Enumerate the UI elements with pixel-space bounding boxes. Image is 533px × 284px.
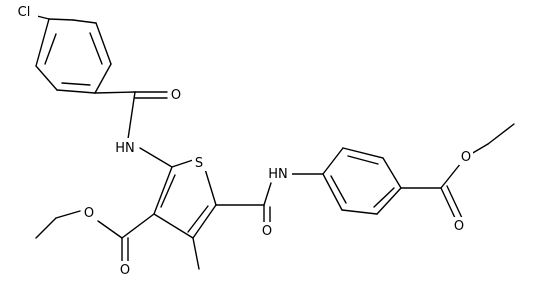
bond [341,209,378,215]
bond [376,187,402,215]
bond [127,91,136,140]
chlorine-atom: Cl [10,3,38,21]
bond [35,18,50,67]
bond [373,187,395,208]
bond [153,213,194,239]
benzamide-nh-atom: HN [111,138,138,156]
bond [61,82,91,86]
atom-labels: Cl O HN S HN O O O [10,3,473,278]
bond [192,204,217,239]
bond [263,182,272,206]
bond [187,205,209,233]
bond [55,210,81,219]
bond [440,187,457,221]
bond [347,155,379,165]
bond [48,18,74,21]
bond [56,89,96,94]
bond [204,168,217,206]
ring-ester-ether-oxygen-label: O [84,206,94,221]
aryl-ester-carbonyl-oxygen-atom: O [452,217,466,234]
bond [322,147,344,175]
thiophene-sulfur-atom: S [192,153,207,171]
bond [153,166,173,215]
bond-lines [32,14,515,270]
ring-ester-ether-oxygen-atom: O [82,204,96,221]
bond [160,174,176,208]
amide-carbonyl-oxygen-atom: O [260,222,274,239]
bond [121,213,155,239]
bond [330,175,347,204]
bond [139,147,173,168]
bond [192,237,200,270]
benzamide-carbonyl-oxygen-label: O [171,88,181,103]
bond [440,162,462,189]
chlorine-label: Cl [18,5,31,20]
bond [322,173,343,211]
bond [35,217,57,239]
amide-carbonyl-oxygen-label: O [262,224,272,239]
benzamide-carbonyl-oxygen-atom: O [169,86,183,103]
bond [382,157,402,189]
ring-ester-carbonyl-oxygen-atom: O [118,261,132,278]
ring-ester-carbonyl-oxygen-label: O [120,263,130,278]
bond [446,185,463,219]
bond [72,19,97,24]
bond [44,33,57,65]
bond [35,65,58,91]
anilide-nh-atom: HN [264,164,292,182]
anilide-nh-label: HN [268,167,288,182]
thiophene-sulfur-label: S [195,156,203,171]
aryl-ester-ether-oxygen-atom: O [459,148,473,165]
aryl-ester-carbonyl-oxygen-label: O [454,219,464,234]
bond [95,22,112,65]
bond [487,123,515,145]
bond [470,143,489,155]
bond [94,63,112,94]
benzamide-nh-label: HN [115,141,135,156]
bond [97,220,123,239]
bond [94,91,136,94]
bond [342,147,384,159]
bond [89,32,103,65]
bond [171,159,194,168]
aryl-ester-ether-oxygen-label: O [461,150,471,165]
